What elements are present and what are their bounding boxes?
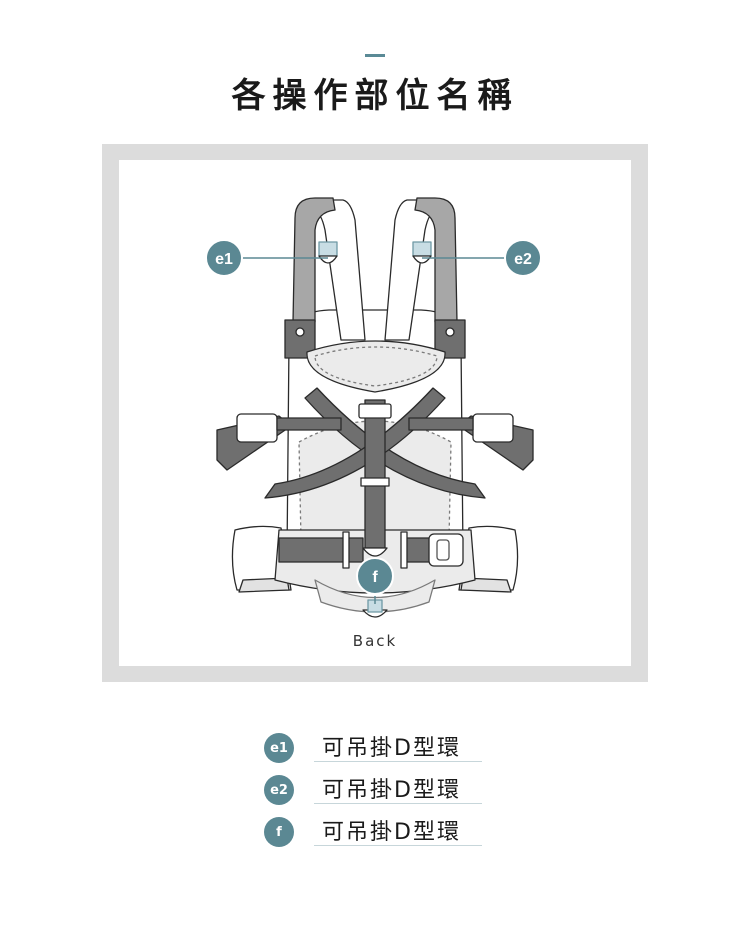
neck-pad bbox=[306, 340, 446, 393]
diagram-frame: e1 e2 f Back bbox=[102, 144, 648, 682]
callout-f-badge: f bbox=[356, 557, 394, 595]
legend-text: 可吊掛D型環 bbox=[314, 730, 482, 762]
waist-strap-left-end bbox=[342, 531, 350, 569]
callout-e1-badge: e1 bbox=[205, 239, 243, 277]
legend-text: 可吊掛D型環 bbox=[314, 814, 482, 846]
legend-item-f: f 可吊掛D型環 bbox=[264, 812, 504, 854]
waist-strap-left bbox=[278, 537, 364, 563]
legend-badge: f bbox=[264, 817, 294, 847]
legend-text: 可吊掛D型環 bbox=[314, 772, 482, 804]
left-side-strap-to-panel bbox=[276, 417, 342, 431]
waist-strap-right-end bbox=[400, 531, 408, 569]
legend: e1 可吊掛D型環 e2 可吊掛D型環 f 可吊掛D型環 bbox=[264, 728, 504, 854]
center-d-ring bbox=[362, 547, 388, 557]
legend-badge: e1 bbox=[264, 733, 294, 763]
waist-lower-lobe bbox=[314, 579, 436, 613]
callout-f-label: f bbox=[372, 569, 378, 586]
callout-e2-label: e2 bbox=[514, 251, 532, 268]
right-shoulder-rivet bbox=[445, 327, 455, 337]
right-side-buckle bbox=[472, 413, 514, 443]
view-label: Back bbox=[352, 632, 398, 650]
callout-e2-badge: e2 bbox=[504, 239, 542, 277]
right-shoulder-pad bbox=[414, 197, 458, 323]
right-d-ring-tab bbox=[412, 241, 432, 257]
left-hip-pad-shade bbox=[238, 577, 290, 593]
legend-item-e1: e1 可吊掛D型環 bbox=[264, 728, 504, 770]
baby-carrier-back-diagram: e1 e2 f bbox=[205, 197, 542, 618]
callout-e1-label: e1 bbox=[215, 251, 233, 268]
legend-badge: e2 bbox=[264, 775, 294, 805]
title-accent-dash bbox=[365, 54, 385, 57]
waist-buckle-slot bbox=[436, 539, 450, 561]
left-side-buckle bbox=[236, 413, 278, 443]
legend-item-e2: e2 可吊掛D型環 bbox=[264, 770, 504, 812]
center-strap-keeper bbox=[360, 477, 390, 487]
right-hip-pad-shade bbox=[460, 577, 512, 593]
right-side-strap-to-panel bbox=[408, 417, 474, 431]
center-strap bbox=[364, 399, 386, 549]
center-strap-top-buckle bbox=[358, 403, 392, 419]
diagram-canvas: e1 e2 f Back bbox=[119, 160, 631, 666]
left-shoulder-pad bbox=[292, 197, 336, 323]
left-d-ring-tab bbox=[318, 241, 338, 257]
page-title: 各操作部位名稱 bbox=[231, 76, 519, 116]
left-shoulder-rivet bbox=[295, 327, 305, 337]
